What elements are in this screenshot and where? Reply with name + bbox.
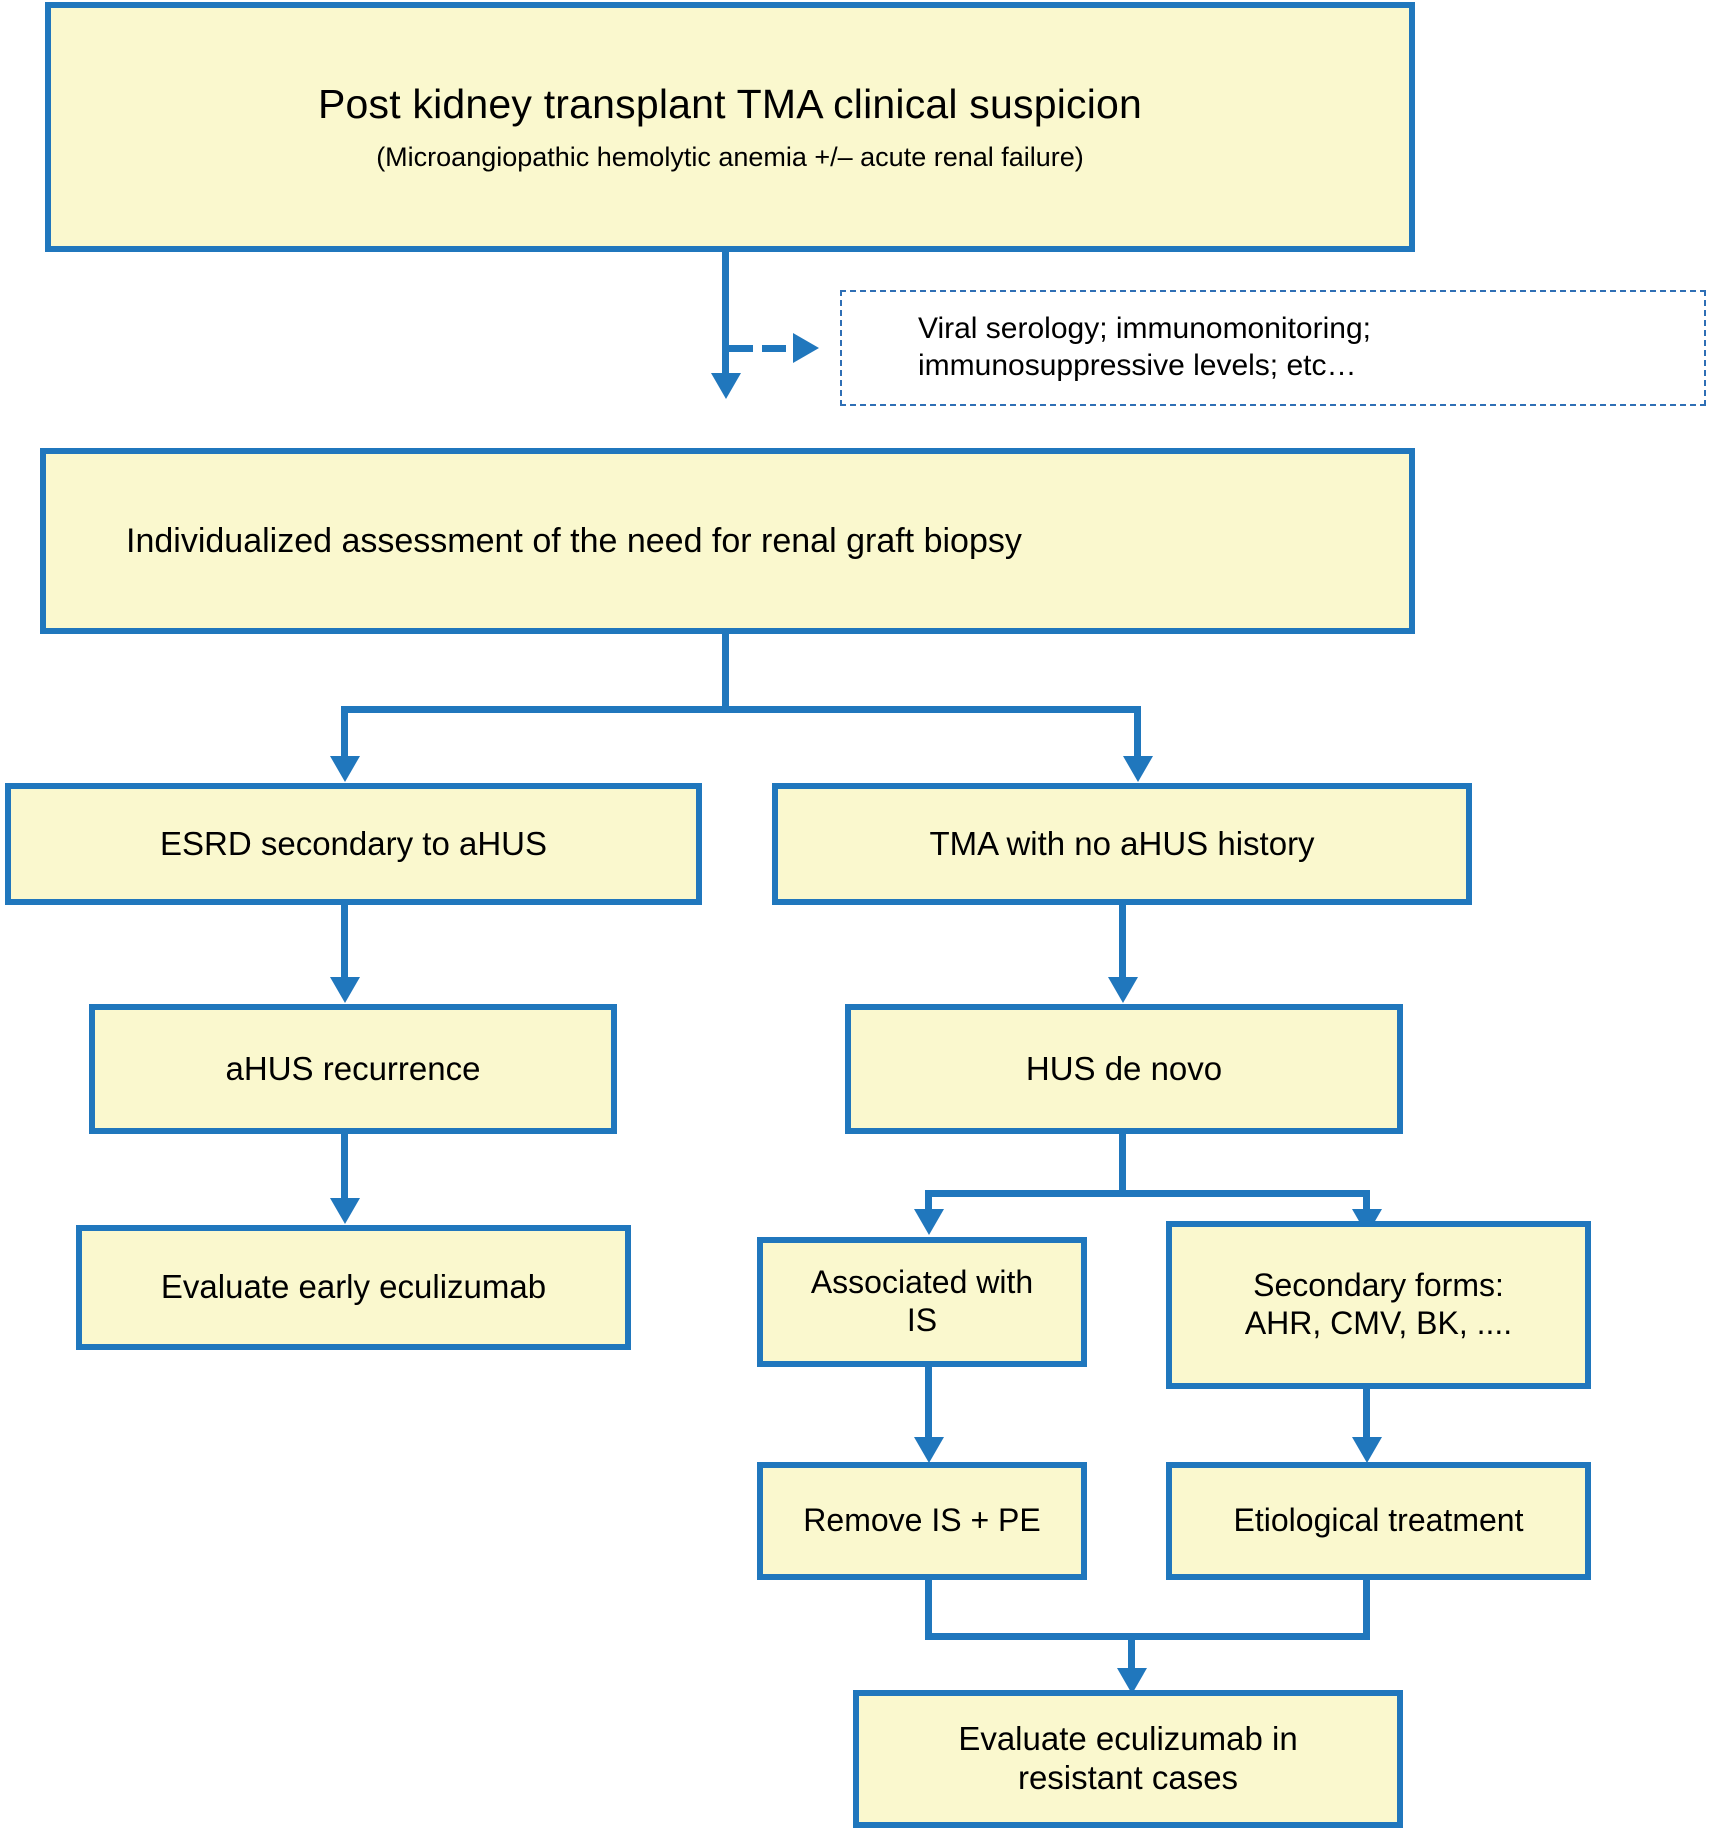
connector-associated-is-to-remove bbox=[925, 1367, 932, 1444]
evaluate-resistant-line-1: Evaluate eculizumab in bbox=[958, 1720, 1298, 1758]
arrow-suspicion-to-biopsy bbox=[711, 373, 741, 399]
node-etiological-treatment: Etiological treatment bbox=[1166, 1462, 1591, 1580]
node-clinical-suspicion: Post kidney transplant TMA clinical susp… bbox=[45, 2, 1415, 252]
secondary-forms-text-group: Secondary forms: AHR, CMV, BK, .... bbox=[1172, 1267, 1585, 1343]
arrow-esrd-to-recurrence bbox=[330, 977, 360, 1003]
etiological-treatment-label: Etiological treatment bbox=[1233, 1502, 1524, 1539]
connector-esrd-to-recurrence bbox=[341, 905, 348, 983]
arrow-associated-is-to-remove bbox=[914, 1437, 944, 1463]
arrow-tma-to-hus-de-novo bbox=[1108, 977, 1138, 1003]
connector-biopsy-to-esrd bbox=[341, 706, 348, 763]
associated-is-line-1: Associated with bbox=[810, 1264, 1034, 1301]
node-remove-is-pe: Remove IS + PE bbox=[757, 1462, 1087, 1580]
secondary-forms-line-2: AHR, CMV, BK, .... bbox=[1244, 1305, 1513, 1341]
arrow-recurrence-to-evaluate-early bbox=[330, 1198, 360, 1224]
dashed-connector-seg-2 bbox=[762, 345, 786, 352]
arrow-biopsy-to-tma bbox=[1123, 756, 1153, 782]
connector-hus-stem bbox=[1119, 1134, 1126, 1197]
evaluate-early-label: Evaluate early eculizumab bbox=[160, 1268, 547, 1306]
node-evaluate-early-eculizumab: Evaluate early eculizumab bbox=[76, 1225, 631, 1350]
dashed-connector-seg-1 bbox=[729, 345, 753, 352]
tma-no-history-label: TMA with no aHUS history bbox=[929, 824, 1315, 862]
evaluate-resistant-line-2: resistant cases bbox=[1017, 1759, 1239, 1796]
connector-remove-down bbox=[925, 1580, 932, 1640]
connector-biopsy-stem bbox=[722, 634, 729, 713]
node-associated-with-is: Associated with IS bbox=[757, 1237, 1087, 1367]
node-biopsy-assessment: Individualized assessment of the need fo… bbox=[40, 448, 1415, 634]
node-secondary-forms: Secondary forms: AHR, CMV, BK, .... bbox=[1166, 1221, 1591, 1389]
arrow-hus-to-associated-is bbox=[914, 1209, 944, 1235]
connector-secondary-to-etiological bbox=[1363, 1389, 1370, 1444]
associated-is-line-2: IS bbox=[906, 1302, 938, 1338]
connector-hus-split-bar bbox=[925, 1190, 1370, 1197]
clinical-suspicion-subtitle: (Microangiopathic hemolytic anemia +/– a… bbox=[376, 142, 1084, 173]
connector-merge-stem bbox=[1128, 1633, 1135, 1675]
node-esrd-secondary-ahus: ESRD secondary to aHUS bbox=[5, 783, 702, 905]
remove-is-pe-label: Remove IS + PE bbox=[803, 1502, 1041, 1539]
connector-merge-bar bbox=[925, 1633, 1370, 1640]
node-hus-de-novo: HUS de novo bbox=[845, 1004, 1403, 1134]
node-side-note: Viral serology; immunomonitoring; immuno… bbox=[840, 290, 1706, 406]
connector-recurrence-to-evaluate-early bbox=[341, 1134, 348, 1204]
arrow-secondary-to-etiological bbox=[1352, 1437, 1382, 1463]
secondary-forms-line-1: Secondary forms: bbox=[1253, 1267, 1504, 1304]
arrow-biopsy-to-esrd bbox=[330, 756, 360, 782]
side-note-text-group: Viral serology; immunomonitoring; immuno… bbox=[842, 311, 1371, 384]
associated-is-text-group: Associated with IS bbox=[763, 1264, 1081, 1340]
connector-biopsy-split-bar bbox=[341, 706, 1141, 713]
arrow-merge-to-evaluate-resistant bbox=[1117, 1668, 1147, 1694]
connector-etiological-down bbox=[1363, 1580, 1370, 1640]
connector-hus-to-associated-is bbox=[925, 1190, 932, 1216]
biopsy-assessment-label: Individualized assessment of the need fo… bbox=[126, 521, 1022, 560]
clinical-suspicion-text-group: Post kidney transplant TMA clinical susp… bbox=[51, 80, 1409, 174]
ahus-recurrence-label: aHUS recurrence bbox=[225, 1049, 481, 1087]
esrd-label: ESRD secondary to aHUS bbox=[160, 824, 547, 862]
node-ahus-recurrence: aHUS recurrence bbox=[89, 1004, 617, 1134]
node-tma-no-ahus-history: TMA with no aHUS history bbox=[772, 783, 1472, 905]
connector-suspicion-to-biopsy bbox=[722, 252, 729, 377]
arrow-to-side-note bbox=[793, 333, 819, 363]
connector-biopsy-to-tma bbox=[1134, 706, 1141, 763]
clinical-suspicion-title: Post kidney transplant TMA clinical susp… bbox=[317, 80, 1143, 127]
connector-hus-to-secondary-forms bbox=[1363, 1190, 1370, 1216]
side-note-line-2: immunosuppressive levels; etc… bbox=[918, 349, 1357, 382]
connector-tma-to-hus-de-novo bbox=[1119, 905, 1126, 983]
hus-de-novo-label: HUS de novo bbox=[1025, 1049, 1223, 1087]
side-note-line-1: Viral serology; immunomonitoring; bbox=[918, 312, 1371, 346]
evaluate-resistant-text-group: Evaluate eculizumab in resistant cases bbox=[859, 1720, 1397, 1798]
node-evaluate-eculizumab-resistant: Evaluate eculizumab in resistant cases bbox=[853, 1690, 1403, 1828]
